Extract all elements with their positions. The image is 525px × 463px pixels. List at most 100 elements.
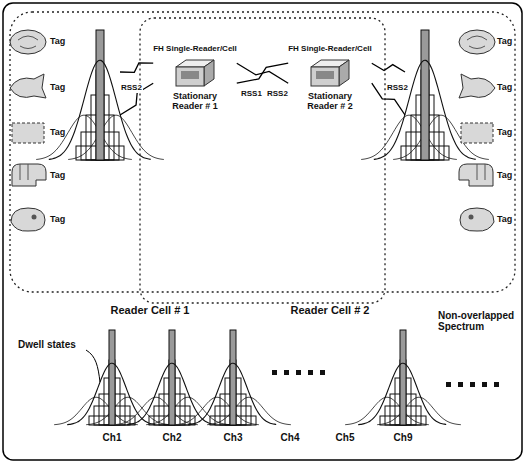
ellipsis-dot	[308, 370, 313, 375]
reader-node: FH Single-Reader/CellStationary Reader #…	[153, 44, 237, 112]
dwell-bar	[400, 330, 406, 425]
tag-label: Tag	[497, 37, 512, 47]
dwell-stack	[345, 330, 461, 425]
radio-link-out	[372, 63, 405, 72]
tag-detail	[467, 36, 487, 49]
reader-window	[316, 71, 334, 79]
channel-curve	[374, 60, 476, 159]
channel-curve	[188, 363, 276, 424]
coverage-region	[10, 12, 515, 292]
radio-link-out	[120, 83, 153, 115]
tag-shape	[459, 74, 495, 98]
tag-shape	[460, 208, 494, 231]
spectrum-note: Non-overlapped Spectrum	[438, 310, 516, 332]
reader-front	[176, 67, 204, 86]
tag-icon	[460, 208, 494, 231]
channel-curve	[67, 363, 155, 424]
dwell-stack	[36, 30, 164, 160]
reader-caption: Stationary Reader # 2	[298, 92, 362, 112]
reader-heading: FH Single-Reader/Cell	[153, 44, 237, 53]
rss-label: RSS2	[266, 90, 289, 99]
tag-icon	[12, 164, 46, 186]
rss-label: RSS2	[120, 84, 143, 93]
ellipsis-dot	[296, 370, 301, 375]
tag-label: Tag	[497, 83, 512, 93]
channel-curve	[361, 115, 457, 159]
channel-label: Ch3	[224, 432, 243, 443]
dwell-stack	[175, 330, 291, 425]
tag-icon	[459, 74, 495, 98]
radio-link	[237, 63, 288, 83]
outer-frame	[3, 3, 522, 460]
tag-shape	[459, 164, 493, 186]
channel-curve	[68, 115, 164, 159]
channel-curve	[36, 115, 132, 159]
reader-heading: FH Single-Reader/Cell	[288, 44, 372, 53]
reader-caption: Stationary Reader # 1	[163, 92, 227, 112]
tag-label: Tag	[50, 128, 65, 138]
tag-shape	[10, 74, 46, 98]
channel-label: Ch4	[281, 432, 300, 443]
rss-label: RSS2	[386, 84, 409, 93]
tag-label: Tag	[497, 215, 512, 225]
radio-link	[237, 63, 288, 83]
channel-curve	[127, 363, 215, 424]
reader-side	[339, 60, 349, 86]
tag-label: Tag	[50, 215, 65, 225]
cell-title: Reader Cell # 2	[291, 304, 370, 316]
tag-detail	[469, 215, 474, 220]
tag-shape	[11, 208, 45, 231]
reader-icon	[307, 57, 353, 89]
reader-region	[140, 18, 385, 303]
tag-detail	[18, 36, 38, 49]
dwell-bar	[96, 30, 104, 160]
rss-label: RSS1	[240, 90, 263, 99]
tag-detail	[20, 164, 28, 180]
channel-label: Ch5	[336, 432, 355, 443]
tag-shape	[459, 30, 495, 54]
tag-shape	[12, 164, 46, 186]
leader-line	[86, 350, 100, 382]
channel-label: Ch2	[163, 432, 182, 443]
reader-icon	[172, 57, 218, 89]
tag-label: Tag	[50, 83, 65, 93]
reader-front	[311, 67, 339, 86]
tag-label: Tag	[50, 171, 65, 181]
tag-shape	[10, 30, 46, 54]
callout-label: Dwell states	[18, 339, 76, 350]
dwell-bar	[109, 330, 115, 425]
tag-icon	[459, 164, 493, 186]
dwell-stack	[114, 330, 230, 425]
ellipsis-dot	[482, 382, 487, 387]
reader-side	[204, 60, 214, 86]
tag-detail	[32, 215, 37, 220]
ellipsis-dot	[458, 382, 463, 387]
channel-label: Ch1	[103, 432, 122, 443]
tag-label: Tag	[497, 171, 512, 181]
channel-label: Ch9	[394, 432, 413, 443]
tag-icon	[10, 30, 46, 54]
ellipsis-dot	[470, 382, 475, 387]
ellipsis-dot	[272, 370, 277, 375]
channel-curve	[49, 60, 151, 159]
dwell-bar	[169, 330, 175, 425]
reader-window	[181, 71, 199, 79]
tag-icon	[11, 208, 45, 231]
ellipsis-dot	[494, 382, 499, 387]
cell-title: Reader Cell # 1	[111, 304, 190, 316]
tag-icon	[461, 123, 493, 143]
tag-shape	[12, 123, 44, 143]
channel-curve	[358, 363, 446, 424]
tag-icon	[12, 123, 44, 143]
reader-node: FH Single-Reader/CellStationary Reader #…	[288, 44, 372, 112]
tag-icon	[459, 30, 495, 54]
tag-shape	[461, 123, 493, 143]
tag-label: Tag	[497, 128, 512, 138]
ellipsis-dot	[446, 382, 451, 387]
ellipsis-dot	[320, 370, 325, 375]
ellipsis-dot	[284, 370, 289, 375]
tag-label: Tag	[50, 37, 65, 47]
